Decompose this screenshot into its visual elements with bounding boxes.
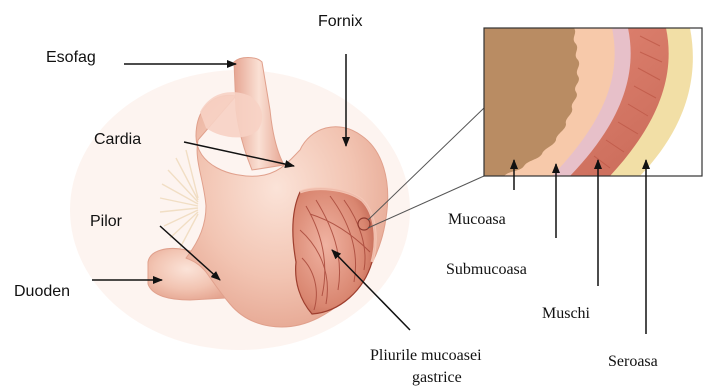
label-esofag: Esofag <box>46 49 96 66</box>
label-pilor: Pilor <box>90 213 123 230</box>
wall-layers-zoom <box>484 28 702 176</box>
label-mucoasa: Mucoasa <box>448 211 506 228</box>
stomach-illustration <box>70 58 410 351</box>
label-fornix: Fornix <box>318 13 362 30</box>
label-pliuri-line1: Pliurile mucoasei <box>370 347 482 364</box>
label-duoden: Duoden <box>14 283 70 300</box>
label-pliuri-line2: gastrice <box>412 369 462 386</box>
label-seroasa: Seroasa <box>608 353 658 370</box>
label-muschi: Muschi <box>542 305 591 322</box>
label-submucoasa: Submucoasa <box>446 261 527 278</box>
label-cardia: Cardia <box>94 131 141 148</box>
